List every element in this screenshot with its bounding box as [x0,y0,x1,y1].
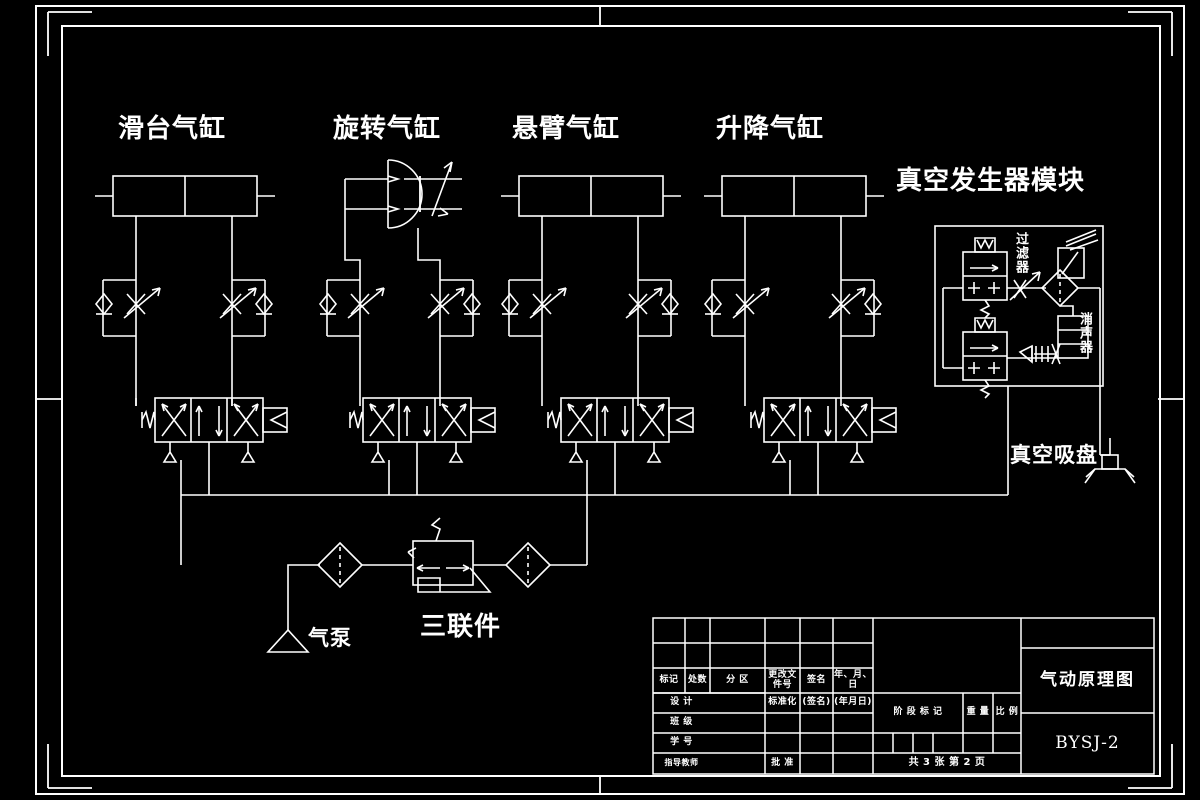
label-silencer: 消声器 [1077,312,1092,354]
cylinder-cantilever-assembly [500,175,681,406]
label-vacuum-generator-module: 真空发生器模块 [896,166,1086,196]
tb-row2-name: 学 号 [670,737,693,748]
air-pump [266,628,310,653]
tb-drawing-code: BYSJ-2 [1055,732,1120,753]
frl-unit-assembly [287,517,587,630]
tb-row0-sign: (签名) [802,697,831,708]
tb-weight: 重 量 [966,707,990,718]
frame-center-marks [36,6,1184,794]
cylinder-rotary-assembly [318,159,482,406]
label-vacuum-suction-cup: 真空吸盘 [1010,443,1098,467]
tb-rev-count: 处数 [687,674,707,685]
tb-row0-mid: 标准化 [768,697,797,708]
tb-row0-name: 设 计 [670,697,693,708]
label-cylinder-cantilever: 悬臂气缸 [512,114,621,144]
label-filter: 过滤器 [1013,232,1028,274]
tb-rev-mark: 标记 [659,674,679,685]
tb-row3-mid: 批 准 [771,757,794,768]
vacuum-generator-module [934,225,1110,456]
cylinder-slide-assembly [94,175,275,406]
tb-rev-docno: 更改文件号 [768,670,797,690]
tb-sheet-info: 共 3 张 第 2 页 [908,757,986,769]
tb-scale: 比 例 [995,707,1019,718]
drawing-frame [35,5,1185,795]
tb-rev-date: 年、月、日 [833,670,872,690]
label-cylinder-rotary: 旋转气缸 [333,114,442,144]
label-frl-unit: 三联件 [420,612,502,642]
frame-corner-marks [47,11,1173,789]
tb-row1-name: 班 级 [670,717,693,728]
valve-lift-5-2 [750,397,897,495]
supply-manifold [180,386,1009,565]
tb-rev-sign: 签名 [806,674,826,685]
valve-rotary-5-2 [349,397,496,495]
label-cylinder-slide: 滑台气缸 [118,114,227,144]
tb-drawing-title: 气动原理图 [1040,669,1135,690]
vacuum-suction-cup [1084,438,1136,484]
tb-row3-name: 指导教师 [664,758,699,768]
valve-slide-5-2 [141,397,288,495]
label-air-pump: 气泵 [308,626,352,650]
tb-row0-date: (年月日) [834,697,872,708]
valve-cantilever-5-2 [547,397,694,495]
label-cylinder-lift: 升降气缸 [716,114,825,144]
cylinder-lift-assembly [703,175,884,406]
tb-rev-zone: 分 区 [726,674,749,685]
tb-stage-mark: 阶 段 标 记 [893,707,943,718]
